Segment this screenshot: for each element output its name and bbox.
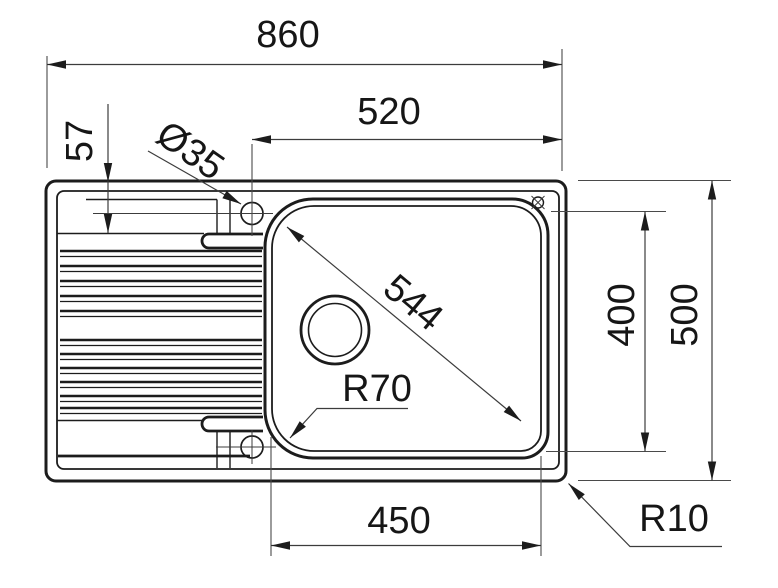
dim-d35-arrow — [222, 190, 241, 204]
drainboard-top-tab — [200, 232, 263, 250]
dim-860-extension-lines — [46, 49, 563, 171]
drainboard-ridges-thick — [60, 249, 262, 410]
dim-label-544: 544 — [375, 267, 451, 340]
dim-860-arrow-right — [543, 60, 562, 69]
tap-hole-crosshair — [93, 196, 273, 236]
dim-400-arrow-top — [640, 211, 650, 231]
dim-label-d35: Ø35 — [149, 113, 232, 189]
dim-r70-arrow — [290, 421, 306, 438]
dim-400-arrow-bottom — [640, 432, 650, 452]
dimensions: 860 520 57 Ø35 544 — [46, 14, 731, 556]
dim-860-arrow-left — [47, 60, 66, 69]
sink-outer-edge — [44, 179, 568, 483]
dim-label-400: 400 — [601, 283, 643, 346]
bottom-channel-lines — [216, 431, 231, 468]
dim-544-arrow-bottomright — [503, 405, 521, 421]
sink-rim-inner-edge — [56, 190, 560, 470]
dim-450-extension-lines — [270, 437, 542, 556]
bowl-outer-edge — [263, 197, 550, 460]
dim-544-line — [286, 226, 522, 422]
dim-r70-leader — [289, 407, 408, 439]
dim-label-57: 57 — [59, 120, 101, 162]
dim-r10-arrow — [568, 483, 585, 500]
corner-hole — [531, 196, 545, 209]
dim-label-r70: R70 — [342, 368, 412, 410]
sink-body — [44, 179, 568, 483]
dim-overall-width: 860 — [46, 14, 563, 171]
drainboard-bottom-tab — [200, 415, 263, 433]
dim-label-520: 520 — [357, 91, 420, 133]
dim-500-extension-lines — [578, 179, 731, 482]
dim-57-arrow-top — [103, 163, 113, 182]
dim-bowl-width: 450 — [270, 437, 542, 556]
drain-hole-inner — [307, 302, 363, 358]
dim-label-860: 860 — [256, 14, 319, 56]
dim-520-arrow-right — [543, 135, 562, 144]
dim-450-arrow-right — [522, 541, 541, 550]
front-hole-crosshair — [216, 430, 276, 464]
drainboard-ridges-thin — [60, 255, 262, 415]
dim-bowl-radius: R70 — [289, 368, 412, 439]
dim-500-arrow-top — [707, 180, 717, 200]
corner-hole-crosshair — [531, 195, 545, 210]
dim-544-arrow-topleft — [287, 227, 305, 243]
drain-hole-outer — [299, 294, 371, 366]
dim-r10-leader — [568, 483, 722, 548]
dim-overall-depth: 500 — [578, 179, 731, 482]
dim-corner-radius: R10 — [568, 483, 722, 548]
dim-bowl-depth: 400 — [546, 210, 666, 453]
top-channel-lines — [216, 199, 231, 234]
dim-57-arrow-bottom — [103, 214, 113, 233]
dim-label-500: 500 — [664, 283, 706, 346]
dim-450-arrow-left — [271, 541, 290, 550]
dim-400-extension-lines — [546, 210, 666, 453]
dim-label-r10: R10 — [639, 498, 709, 540]
dim-500-arrow-bottom — [707, 461, 717, 481]
dim-tap-offset: 57 — [59, 104, 113, 233]
dim-520-arrow-left — [252, 135, 271, 144]
dim-label-450: 450 — [367, 500, 430, 542]
dim-tap-to-right: 520 — [251, 91, 562, 236]
bowl-inner-edge — [271, 205, 542, 452]
